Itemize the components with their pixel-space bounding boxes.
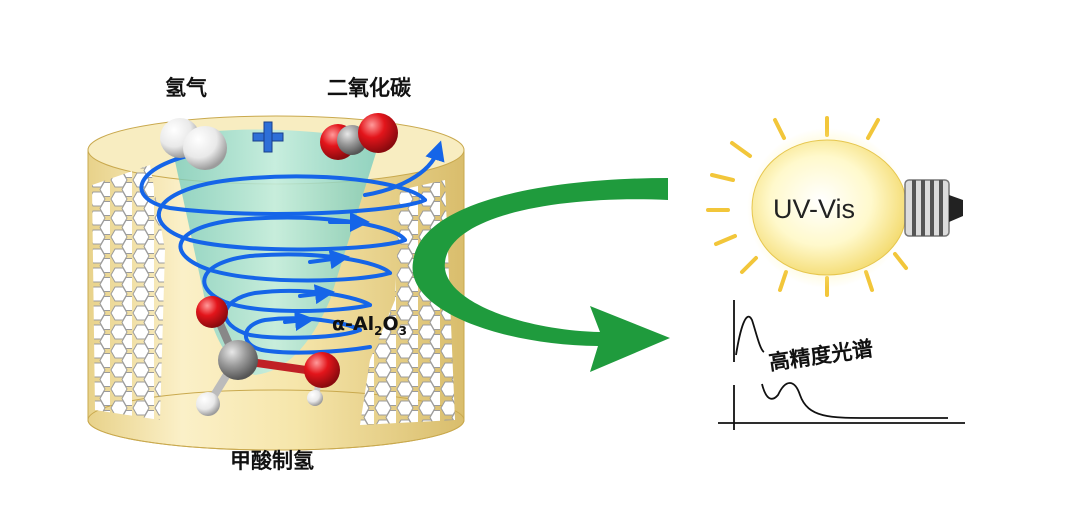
catalyst-label: α-Al2O3 — [332, 313, 407, 338]
co2-label: 二氧化碳 — [327, 76, 412, 100]
hydrogen-molecule-icon — [160, 118, 227, 170]
formic-acid-label: 甲酸制氢 — [230, 449, 314, 473]
formic-acid-molecule-icon — [196, 296, 340, 416]
green-flow-arrow — [412, 178, 670, 372]
light-rays — [706, 116, 908, 297]
spectrum-top-curve — [735, 315, 765, 356]
catalyst-hexagon-pattern-left — [92, 165, 165, 420]
lightbulb-icon: UV-Vis — [706, 116, 963, 297]
bulb-socket — [904, 179, 963, 237]
spectrum-label: 高精度光谱 — [767, 337, 874, 375]
hydrogen-label: 氢气 — [165, 76, 207, 100]
spectrum-bottom-curve — [761, 382, 948, 419]
spectrum-plot — [718, 300, 965, 430]
plus-icon — [252, 121, 284, 153]
bulb-text: UV-Vis — [773, 194, 855, 224]
co2-molecule-icon — [320, 113, 398, 160]
